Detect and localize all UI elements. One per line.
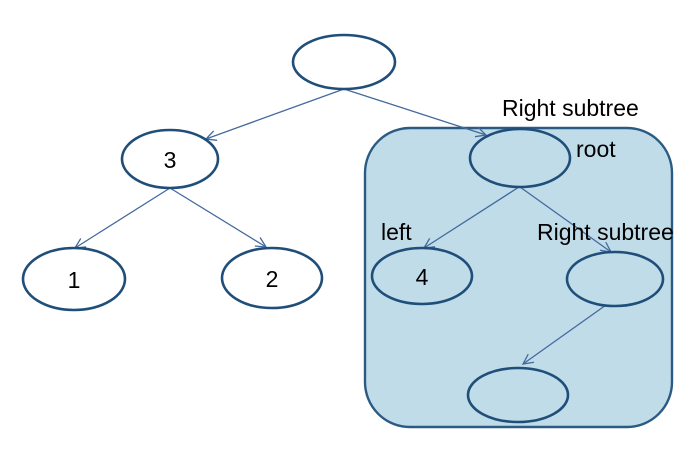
node-label-2: 2 [266, 266, 279, 292]
tree-annotations: Right subtree root left Right subtree [381, 95, 674, 245]
right-subtree-region [363, 126, 674, 429]
node-label-3: 3 [164, 147, 177, 173]
edge-subtree-root-to-subtree-left [422, 186, 520, 249]
subtree-right-label: Right subtree [537, 219, 674, 245]
tree-node-subtree-bottom [466, 366, 570, 424]
tree-node-left-child [120, 128, 220, 190]
tree-node-labels: 3 1 2 4 [68, 147, 429, 293]
region-title-label: Right subtree [502, 95, 639, 121]
tree-node-subtree-right [565, 250, 665, 308]
tree-node-left-right [220, 246, 324, 310]
tree-node-root [291, 33, 397, 91]
edge-root-to-subtree-root [343, 88, 488, 138]
tree-node-subtree-root [468, 127, 572, 189]
node-label-1: 1 [68, 267, 81, 293]
edge-left-child-to-left-right [169, 187, 268, 248]
tree-node-subtree-left [370, 246, 474, 306]
subtree-root-label: root [576, 136, 616, 162]
subtree-left-label: left [381, 219, 412, 245]
edge-root-to-left-child [204, 88, 345, 141]
tree-node-left-left [21, 246, 127, 312]
tree-nodes [21, 33, 665, 424]
edge-subtree-root-to-subtree-right [519, 186, 613, 253]
node-label-4: 4 [416, 264, 429, 290]
edge-left-child-to-left-left [73, 187, 171, 249]
edge-subtree-right-to-subtree-bottom [521, 304, 607, 365]
tree-edges [73, 88, 613, 365]
